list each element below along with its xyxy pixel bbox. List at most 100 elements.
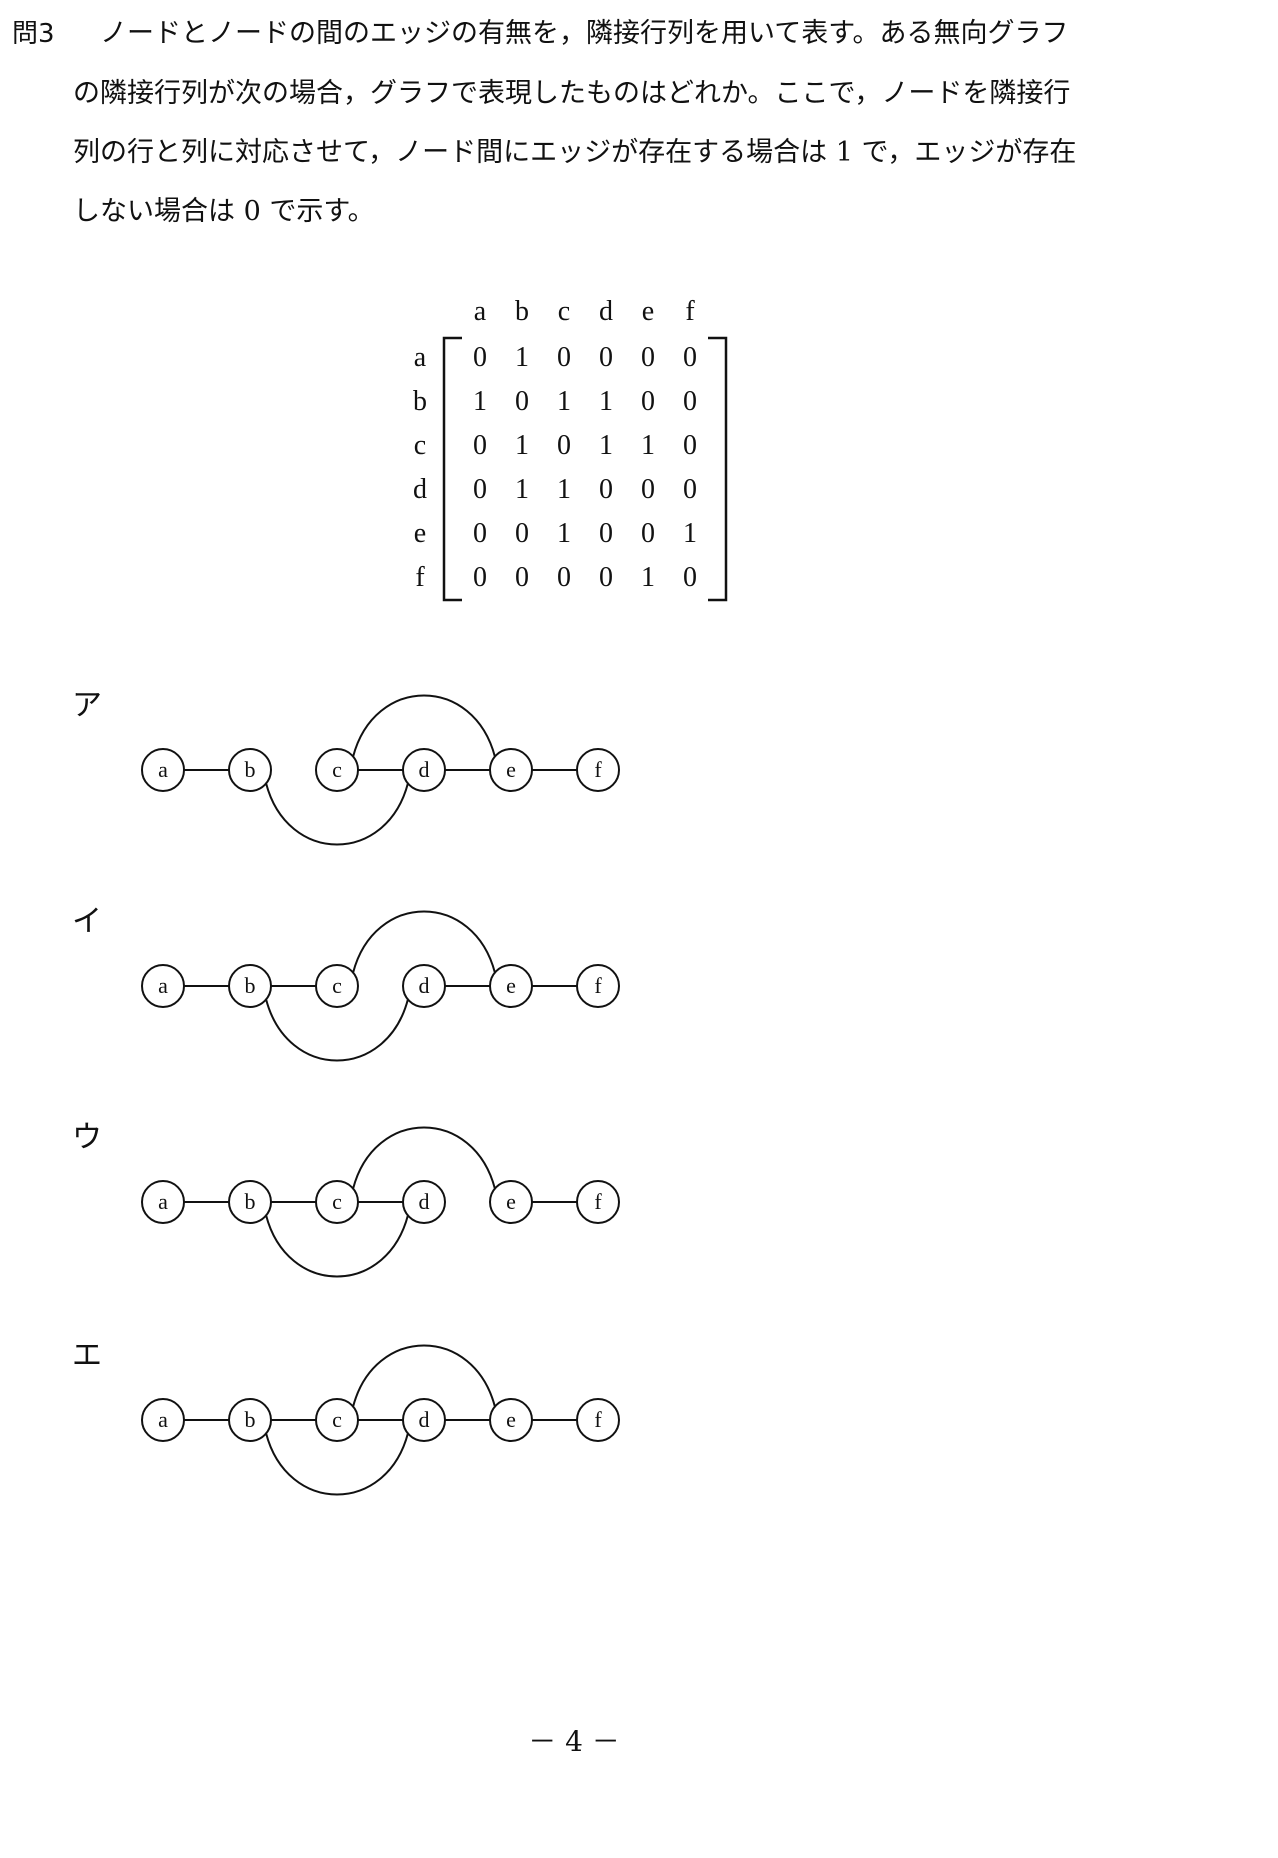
graph-node-label: a xyxy=(158,973,168,998)
graph-node-label: b xyxy=(245,1189,256,1214)
graph-node xyxy=(228,964,272,1008)
graph-node xyxy=(228,1180,272,1224)
matrix-cell: 0 xyxy=(473,430,487,461)
graph-node xyxy=(141,748,185,792)
matrix-cell: 0 xyxy=(683,474,697,505)
matrix-row-label: f xyxy=(415,562,425,593)
question-line-2: の隣接行列が次の場合，グラフで表現したものはどれか。ここで，ノードを隣接行 xyxy=(73,78,1071,109)
graph-node-label: c xyxy=(332,1189,342,1214)
matrix-cell: 0 xyxy=(515,518,529,549)
graph-node xyxy=(402,964,446,1008)
matrix-cell: 0 xyxy=(641,386,655,417)
matrix-right-bracket xyxy=(708,336,728,602)
question-line-1: 問3 ノードとノードの間のエッジの有無を，隣接行列を用いて表す。ある無向グラフ xyxy=(12,4,1192,64)
matrix-cell: 1 xyxy=(599,386,613,417)
matrix-cell: 0 xyxy=(599,562,613,593)
graph-arc-edge xyxy=(265,998,409,1062)
matrix-cell: 0 xyxy=(473,474,487,505)
option-label-u: ウ xyxy=(72,1120,102,1155)
graph-arc-edge xyxy=(265,1214,409,1278)
graph-arc-edge xyxy=(265,782,409,846)
matrix-cell: 0 xyxy=(599,342,613,373)
matrix-cell: 0 xyxy=(557,430,571,461)
graph-node xyxy=(489,748,533,792)
graph-node xyxy=(315,748,359,792)
question-text-1: ノードとノードの間のエッジの有無を，隣接行列を用いて表す。ある無向グラフ xyxy=(100,18,1069,49)
graph-node xyxy=(489,964,533,1008)
graph-node-label: e xyxy=(506,1189,516,1214)
matrix-row-label: e xyxy=(414,518,426,549)
graph-option-a: a b c d e f xyxy=(141,694,620,846)
graph-node-label: f xyxy=(594,973,602,998)
graph-arc-edge xyxy=(352,1344,496,1408)
matrix-cell: 0 xyxy=(641,518,655,549)
matrix-cell: 1 xyxy=(557,518,571,549)
graph-node-label: e xyxy=(506,973,516,998)
graph-node-label: e xyxy=(506,1407,516,1432)
matrix-cell: 1 xyxy=(683,518,697,549)
graph-node-label: b xyxy=(245,757,256,782)
graph-node xyxy=(228,1398,272,1442)
graph-arc-edge xyxy=(352,1126,496,1190)
graph-node-label: a xyxy=(158,757,168,782)
question-line-3: 列の行と列に対応させて，ノード間にエッジが存在する場合は 1 で，エッジが存在 xyxy=(73,137,1077,168)
matrix-col-label: d xyxy=(599,296,613,327)
matrix-row-label: b xyxy=(413,386,427,417)
matrix-cell: 1 xyxy=(515,342,529,373)
graph-node-label: d xyxy=(419,757,430,782)
matrix-col-label: e xyxy=(642,296,654,327)
option-label-a: ア xyxy=(72,688,102,723)
matrix-col-label: f xyxy=(685,296,695,327)
graph-node-label: f xyxy=(594,757,602,782)
graph-node xyxy=(315,964,359,1008)
matrix-cell: 0 xyxy=(641,474,655,505)
matrix-col-label: c xyxy=(558,296,570,327)
graph-node-label: b xyxy=(245,1407,256,1432)
graph-node xyxy=(315,1180,359,1224)
matrix-cell: 0 xyxy=(683,430,697,461)
matrix-row-label: c xyxy=(414,430,426,461)
question-block: 問3 ノードとノードの間のエッジの有無を，隣接行列を用いて表す。ある無向グラフ の… xyxy=(12,4,1192,241)
question-line-4: しない場合は 0 で示す。 xyxy=(73,196,375,227)
matrix-cell: 1 xyxy=(473,386,487,417)
graph-node-label: c xyxy=(332,757,342,782)
matrix-cell: 0 xyxy=(683,562,697,593)
graph-node xyxy=(576,1180,620,1224)
graph-node-label: f xyxy=(594,1407,602,1432)
matrix-row-label: d xyxy=(413,474,427,505)
matrix-cell: 1 xyxy=(599,430,613,461)
matrix-cell: 0 xyxy=(641,342,655,373)
graph-option-i: a b c d e f xyxy=(141,910,620,1062)
matrix-cell: 1 xyxy=(641,430,655,461)
matrix-cell: 1 xyxy=(557,386,571,417)
graph-node xyxy=(402,748,446,792)
graph-arc-edge xyxy=(352,910,496,974)
matrix-left-bracket xyxy=(442,336,462,602)
graph-node-label: e xyxy=(506,757,516,782)
matrix-cell: 0 xyxy=(515,386,529,417)
graph-arc-edge xyxy=(265,1432,409,1496)
matrix-cell: 0 xyxy=(473,342,487,373)
matrix-cell: 1 xyxy=(557,474,571,505)
matrix-cell: 0 xyxy=(557,562,571,593)
page-number: － 4 － xyxy=(528,1725,620,1758)
matrix-row-label: a xyxy=(414,342,427,373)
graph-node-label: a xyxy=(158,1407,168,1432)
graph-node-label: b xyxy=(245,973,256,998)
option-label-i: イ xyxy=(72,904,102,939)
question-number: 問3 xyxy=(12,19,55,49)
graph-node xyxy=(576,964,620,1008)
graph-node xyxy=(489,1180,533,1224)
graph-node-label: d xyxy=(419,973,430,998)
graph-node-label: c xyxy=(332,1407,342,1432)
graph-node-label: d xyxy=(419,1189,430,1214)
matrix-cell: 1 xyxy=(515,430,529,461)
graph-node xyxy=(576,748,620,792)
graph-node xyxy=(402,1180,446,1224)
matrix-cell: 0 xyxy=(557,342,571,373)
graph-node-label: c xyxy=(332,973,342,998)
matrix-cell: 1 xyxy=(515,474,529,505)
matrix-cell: 0 xyxy=(473,518,487,549)
graph-node xyxy=(228,748,272,792)
